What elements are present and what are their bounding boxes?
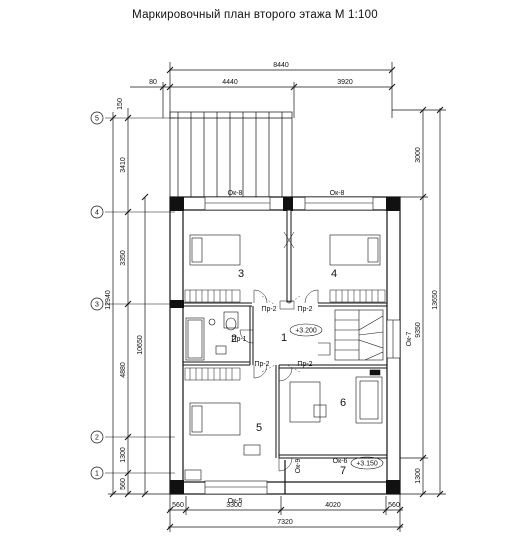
dim-top-c: 3920 bbox=[337, 79, 353, 86]
exterior-walls bbox=[169, 196, 401, 495]
interior-walls bbox=[183, 209, 387, 459]
axis-1-label: 1 bbox=[95, 471, 99, 478]
door-labels: Пр-2 Пр-2 Пр-1 Пр-2 Пр-2 bbox=[231, 306, 312, 368]
furniture-wardrobes bbox=[184, 289, 386, 381]
dim-bottom-c: 4020 bbox=[325, 502, 341, 509]
window-label-top-right: Ок-8 bbox=[330, 190, 345, 197]
level-balcony: +3.150 bbox=[356, 461, 378, 468]
room-labels: 1 2 3 4 5 6 7 bbox=[231, 268, 346, 477]
room-label-4: 4 bbox=[331, 268, 337, 280]
room-label-7: 7 bbox=[340, 465, 346, 477]
window-labels: Ок-8 Ок-8 Ок-5 Ок-7 Ок-6 Ок-9 bbox=[228, 190, 413, 505]
dim-bottom-d: 560 bbox=[388, 502, 400, 509]
dim-top-b: 4440 bbox=[222, 79, 238, 86]
axis-lines bbox=[105, 117, 175, 474]
dim-right-a: 3000 bbox=[415, 147, 422, 163]
ventilation-shaft bbox=[279, 231, 295, 310]
window-label-balcony: Ок-6 bbox=[333, 458, 348, 465]
dim-top-a: 80 bbox=[149, 79, 157, 86]
left-dimensions: 150 3410 3350 4880 1300 560 12940 10650 bbox=[105, 98, 170, 498]
door-label-room6: Пр-2 bbox=[297, 361, 312, 368]
axis-2-label: 2 bbox=[95, 435, 99, 442]
dim-left-inner: 10650 bbox=[137, 335, 144, 355]
dim-bottom-a: 560 bbox=[172, 502, 184, 509]
dim-left-a: 150 bbox=[117, 98, 124, 110]
dim-right-b: 9350 bbox=[415, 322, 422, 338]
level-marks: +3.200 +3.150 bbox=[289, 323, 384, 470]
window-openings bbox=[204, 196, 401, 495]
dim-right-c: 1300 bbox=[415, 468, 422, 484]
dim-bottom-total: 7320 bbox=[277, 519, 293, 526]
dim-left-f: 560 bbox=[120, 478, 127, 490]
room-label-2: 2 bbox=[231, 333, 237, 345]
furniture-room5-extra bbox=[184, 444, 261, 481]
door-label-bath: Пр-1 bbox=[231, 336, 246, 343]
top-dimensions: 8440 80 4440 3920 bbox=[130, 62, 396, 118]
window-label-top-left: Ок-8 bbox=[228, 190, 243, 197]
window-label-bottom: Ок-5 bbox=[228, 498, 243, 505]
door-label-room4: Пр-2 bbox=[297, 306, 312, 313]
door-swings bbox=[239, 289, 319, 472]
dim-bottom-b: 3300 bbox=[226, 502, 242, 509]
axis-markers: 5 4 3 2 1 bbox=[90, 111, 104, 480]
axis-3-label: 3 bbox=[95, 302, 99, 309]
right-dimensions: 3000 9350 1300 13650 bbox=[392, 106, 446, 498]
bottom-dimensions: 560 3300 4020 560 7320 bbox=[166, 494, 404, 532]
room-label-1: 1 bbox=[281, 332, 287, 344]
balcony-pergola bbox=[169, 111, 293, 198]
room-label-3: 3 bbox=[238, 268, 244, 280]
door-label-room5: Пр-2 bbox=[254, 361, 269, 368]
window-label-right: Ок-7 bbox=[406, 332, 413, 347]
dim-left-total: 12940 bbox=[105, 290, 112, 310]
dim-right-total: 13650 bbox=[432, 290, 439, 310]
staircase bbox=[318, 309, 384, 361]
wall-fill bbox=[170, 197, 400, 494]
bathroom-fixtures bbox=[185, 311, 239, 361]
dim-left-d: 4880 bbox=[120, 362, 127, 378]
plan-title: Маркировочный план второго этажа М 1:100 bbox=[132, 9, 378, 21]
furniture-beds bbox=[189, 234, 381, 436]
dim-top-total: 8440 bbox=[273, 62, 289, 69]
room-label-6: 6 bbox=[340, 397, 346, 409]
dim-left-c: 3350 bbox=[120, 250, 127, 266]
axis-4-label: 4 bbox=[95, 210, 99, 217]
door-label-room3: Пр-2 bbox=[261, 306, 276, 313]
furniture-room6 bbox=[289, 369, 383, 424]
dim-left-e: 1300 bbox=[120, 447, 127, 463]
door-leaders bbox=[261, 295, 301, 373]
dim-left-b: 3410 bbox=[120, 157, 127, 173]
axis-5-label: 5 bbox=[95, 116, 99, 123]
level-hall: +3.200 bbox=[295, 328, 317, 335]
window-label-small: Ок-9 bbox=[295, 459, 302, 474]
room-label-5: 5 bbox=[256, 422, 262, 434]
